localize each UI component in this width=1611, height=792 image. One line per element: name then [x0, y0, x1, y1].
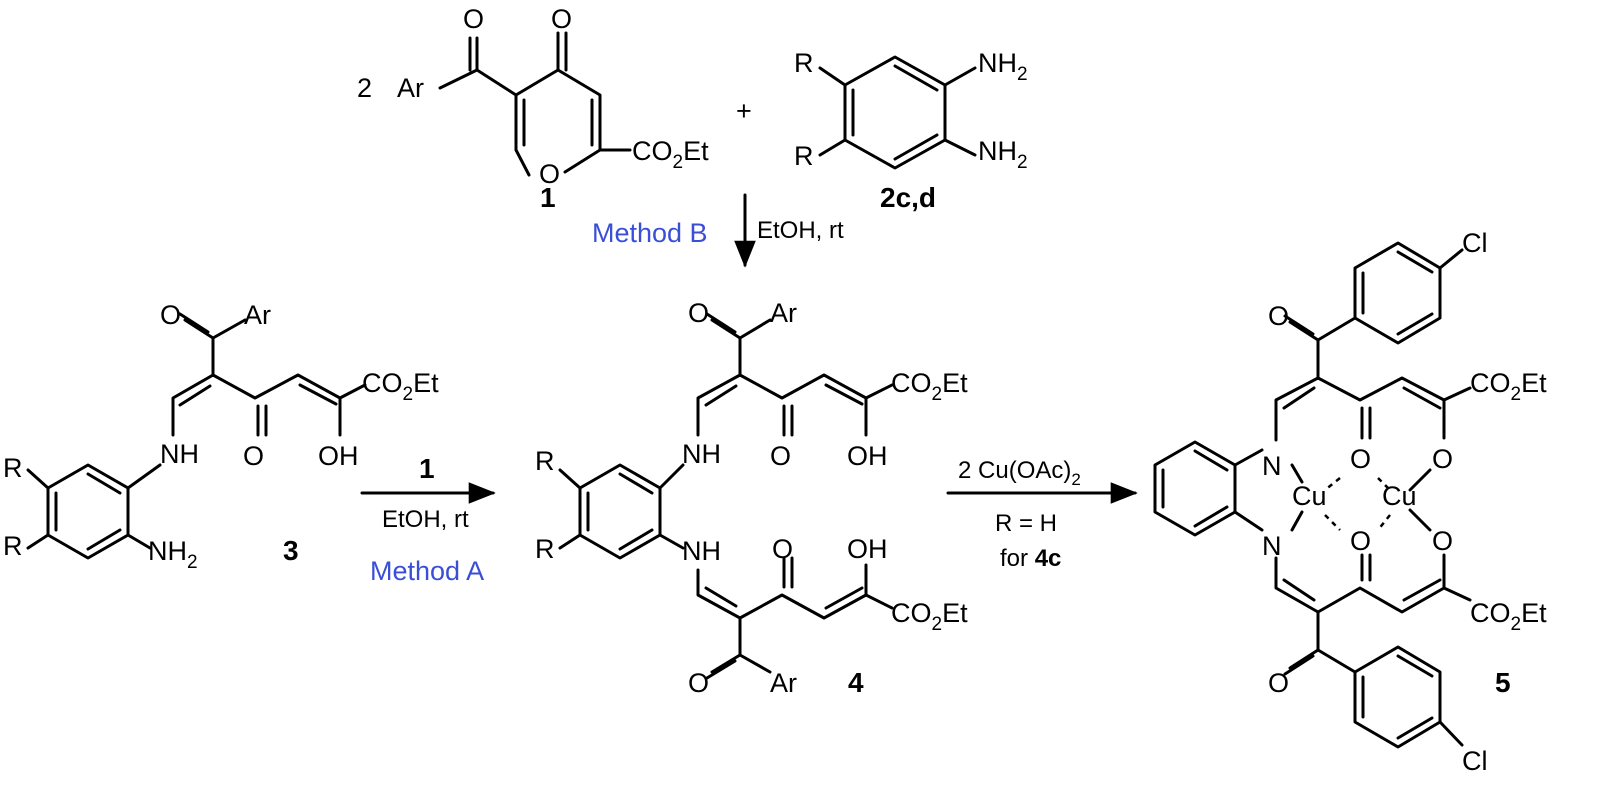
atom-nh: NH [160, 439, 199, 469]
atom-o: O [1432, 526, 1453, 556]
atom-o: O [772, 534, 793, 564]
atom-cl: Cl [1462, 228, 1488, 258]
atom-oh: OH [847, 441, 888, 471]
atom-o: O [551, 4, 572, 34]
substituent-r: R [794, 48, 814, 78]
ester-group: CO2Et [891, 598, 968, 635]
compound-5-structure: N N Cu Cu O O O O O O Cl Cl CO2Et CO2Et … [1153, 228, 1547, 776]
method-b-label: Method B [592, 218, 708, 248]
atom-o: O [1268, 668, 1289, 698]
method-b-arrow: Method B EtOH, rt [592, 193, 844, 268]
compound-4-structure: R R NH NH O Ar O OH CO2Et O OH CO2Et O A… [535, 298, 968, 698]
atom-cl: Cl [1462, 746, 1488, 776]
ester-group: CO2Et [1470, 368, 1547, 405]
substituent-r: R [535, 534, 555, 564]
atom-o: O [688, 668, 709, 698]
method-a-reagent: 1 [419, 453, 435, 484]
substituent-r: R [3, 453, 23, 483]
copper-atom: Cu [1292, 481, 1327, 511]
copper-atom: Cu [1382, 481, 1417, 511]
atom-oh: OH [847, 534, 888, 564]
method-b-conditions: EtOH, rt [757, 217, 844, 244]
substituent-r: R [535, 446, 555, 476]
atom-o: O [1350, 526, 1371, 556]
compound-2-structure: R R NH2 NH2 2c,d [794, 48, 1028, 213]
atom-ar: Ar [770, 298, 797, 328]
atom-ar: Ar [244, 300, 271, 330]
atom-o: O [770, 441, 791, 471]
method-a-arrow: 1 EtOH, rt Method A [360, 453, 496, 586]
atom-o: O [1350, 444, 1371, 474]
atom-o: O [539, 159, 560, 189]
amine-group: NH2 [978, 136, 1028, 173]
atom-o: O [463, 4, 484, 34]
atom-ar: Ar [770, 668, 797, 698]
atom-nh: NH [682, 439, 721, 469]
for-compound: for 4c [1000, 545, 1061, 572]
atom-n: N [1262, 531, 1282, 561]
atom-o: O [1432, 444, 1453, 474]
atom-o: O [1268, 301, 1289, 331]
atom-n: N [1262, 451, 1282, 481]
compound-5-label: 5 [1495, 667, 1511, 698]
atom-nh: NH [682, 536, 721, 566]
complexation-arrow: 2 Cu(OAc)2 R = H for 4c [946, 457, 1138, 572]
compound-3-structure: R R NH NH2 O Ar O OH CO2Et 3 [3, 300, 439, 573]
r-equals-h: R = H [995, 510, 1057, 537]
compound-3-label: 3 [283, 535, 299, 566]
stoich-coefficient: 2 [357, 73, 372, 103]
substituent-r: R [3, 531, 23, 561]
amine-group: NH2 [978, 48, 1028, 85]
atom-oh: OH [318, 441, 359, 471]
ester-group: CO2Et [632, 136, 709, 173]
method-a-label: Method A [370, 556, 484, 586]
ester-group: CO2Et [891, 368, 968, 405]
method-a-conditions: EtOH, rt [382, 506, 469, 533]
compound-1-label: 1 [540, 182, 556, 213]
atom-o: O [160, 300, 181, 330]
ester-group: CO2Et [1470, 598, 1547, 635]
ester-group: CO2Et [362, 368, 439, 405]
atom-o: O [688, 298, 709, 328]
compound-4-label: 4 [848, 667, 864, 698]
substituent-r: R [794, 141, 814, 171]
compound-1-structure: O O O Ar 2 CO2Et 1 [357, 4, 709, 213]
atom-o: O [243, 441, 264, 471]
plus-sign: + [736, 96, 752, 126]
atom-ar: Ar [397, 73, 424, 103]
compound-2-label: 2c,d [880, 182, 936, 213]
copper-reagent: 2 Cu(OAc)2 [958, 457, 1081, 489]
amine-group: NH2 [148, 536, 198, 573]
